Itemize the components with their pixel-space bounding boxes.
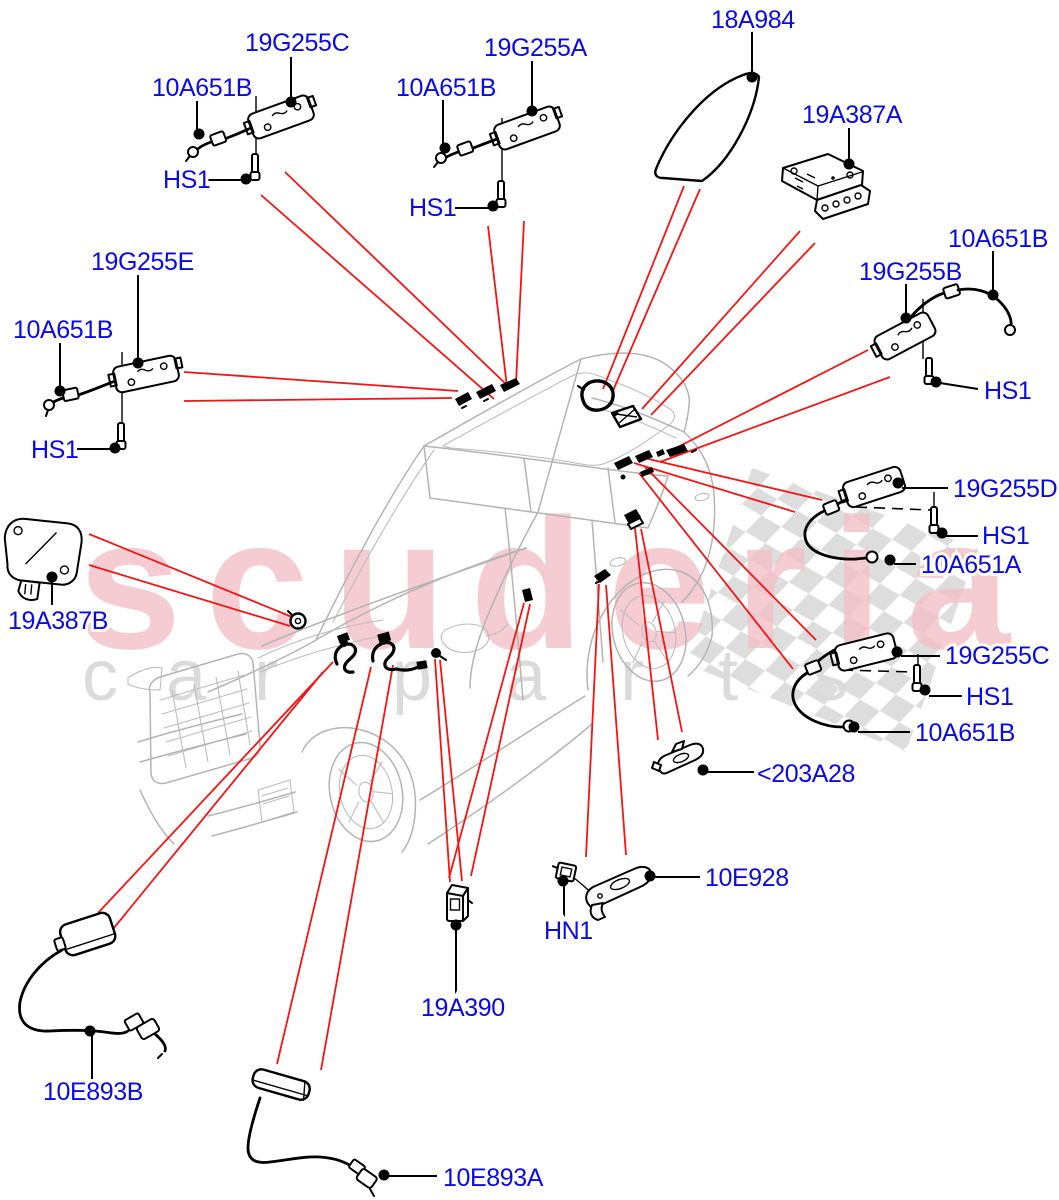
door-top-antenna-mount: [594, 569, 611, 584]
part-label-19g255e: 19G255E: [91, 248, 194, 276]
part-label-19g255c-right: 19G255C: [945, 642, 1050, 670]
bolt-hs1-topleft: [249, 153, 261, 181]
watermark-subtitle-parts: parts: [392, 636, 922, 716]
part-label-19g255a: 19G255A: [484, 34, 588, 62]
red-leader-lines: [88, 171, 891, 1071]
part-label-19g255d: 19G255D: [953, 475, 1057, 503]
part-label-19a390: 19A390: [421, 994, 505, 1022]
antenna-bracket-203a28: [651, 740, 705, 775]
fastener-hn1: [551, 861, 594, 895]
part-label-203a28: <203A28: [757, 760, 855, 788]
part-label-19a387b: 19A387B: [8, 607, 108, 635]
antenna-control-module-19a387b: [3, 517, 83, 601]
part-label-19a387a: 19A387A: [802, 101, 903, 129]
part-label-hs1-left: HS1: [31, 436, 78, 464]
cowl-antenna-harness: [333, 631, 428, 674]
roof-rear-antenna-strips: [614, 444, 697, 480]
part-label-hn1: HN1: [544, 917, 593, 945]
part-label-hs1-19g255d: HS1: [982, 522, 1029, 550]
windshield-grommet: [287, 610, 307, 630]
label-leader-dots: [46, 71, 999, 1181]
bolt-hs1-19g255c-right: [911, 664, 923, 692]
part-label-19g255b: 19G255B: [859, 258, 962, 286]
part-label-10a651b-right: 10A651B: [948, 225, 1048, 253]
antenna-amplifier-19g255b-right: [869, 283, 1016, 385]
part-label-10a651a: 10A651A: [921, 551, 1022, 579]
antenna-amplifier-19g255a-topmiddle: [433, 105, 564, 208]
part-label-10e893a: 10E893A: [443, 1164, 544, 1192]
part-labels: 19G255C 10A651B HS1 19G255A 10A651B HS1 …: [5, 3, 1059, 1195]
part-label-hs1-right: HS1: [984, 377, 1031, 405]
part-label-hs1-topleft: HS1: [163, 166, 210, 194]
bolt-hs1-topmiddle: [495, 180, 507, 208]
part-label-hs1-topmiddle: HS1: [409, 194, 456, 222]
roof-fin-antenna-cover-18a984: [654, 72, 761, 183]
antenna-module-19a390: [446, 884, 473, 927]
part-label-19g255c-topleft: 19G255C: [245, 29, 350, 57]
roof-antenna-base-seal: [577, 379, 615, 412]
bolt-hs1-right: [923, 357, 935, 385]
part-label-18a984: 18A984: [711, 6, 795, 34]
mirror-base-antenna-point: [431, 648, 447, 661]
bolt-hs1-19g255d: [928, 506, 940, 534]
antenna-amplifier-19g255d: [803, 465, 940, 564]
antenna-control-module-19a387a: [781, 153, 871, 220]
b-pillar-antenna-mount: [522, 588, 533, 602]
gps-antenna-10e893b: [18, 911, 167, 1059]
watermark-text: scuderia car parts: [78, 481, 1016, 716]
part-label-10e928: 10E928: [705, 864, 789, 892]
roof-front-antenna-strips: [455, 378, 520, 409]
part-label-hs1-19g255c-right: HS1: [966, 683, 1013, 711]
checkered-flag-watermark: [686, 468, 978, 752]
rear-quarter-antenna-mount: [624, 509, 644, 530]
label-leader-lines: [51, 32, 994, 1177]
roof-rear-module-mount: [610, 404, 643, 429]
part-label-10e893b: 10E893B: [43, 1078, 143, 1106]
flat-antenna-10e893a: [246, 1068, 378, 1197]
antenna-amplifier-19g255c-topleft: [185, 94, 318, 181]
part-label-10a651b-topmiddle: 10A651B: [396, 74, 496, 102]
watermark-subtitle-car: car: [82, 636, 326, 716]
part-label-10a651b-topleft: 10A651B: [152, 74, 252, 102]
part-label-10a651b-left: 10A651B: [13, 316, 113, 344]
antenna-amplifier-19g255e-left: [43, 352, 184, 450]
part-label-10a651b-bottomright: 10A651B: [915, 719, 1015, 747]
antenna-bracket-10e928: [585, 865, 653, 921]
